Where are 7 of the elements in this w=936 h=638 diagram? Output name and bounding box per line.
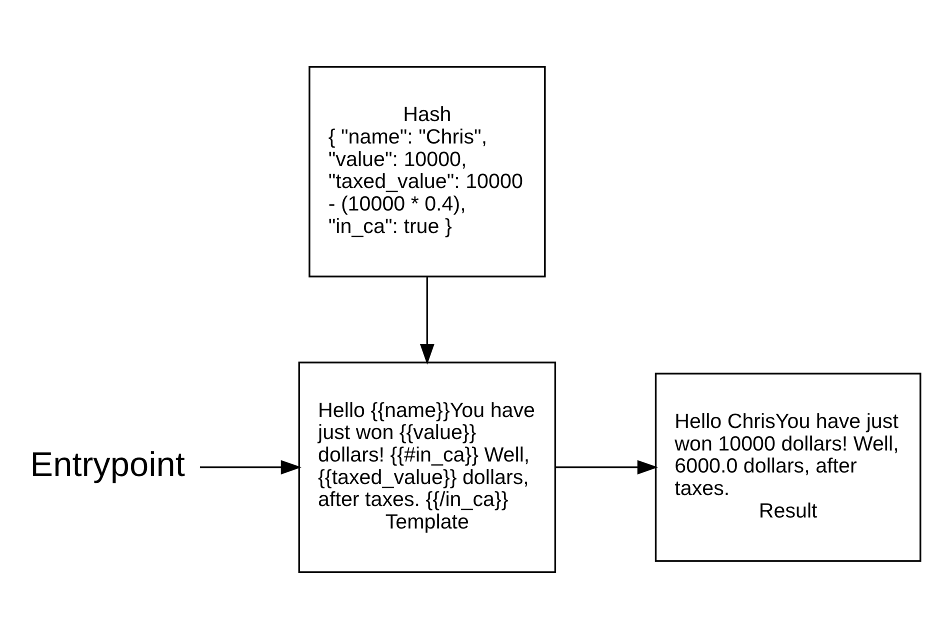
node-text: Entrypoint: [30, 445, 185, 484]
node-box: Hello {{name}}You have just won {{value}} dollars! {{#in_ca}} Well, {{taxed_value}} dollars, after taxes. {{/in_ca}} Template: [298, 361, 556, 572]
arrow: [555, 460, 658, 474]
arrow: [420, 276, 434, 364]
node-box: Hello ChrisYou have just won 10000 dollars! Well, 6000.0 dollars, after taxes. Result: [654, 372, 922, 562]
node-box: Hash { "name": "Chris", "value": 10000, "taxed_value": 10000 - (10000 * 0.4), "in_ca": true }: [308, 66, 546, 277]
arrow: [200, 460, 302, 474]
